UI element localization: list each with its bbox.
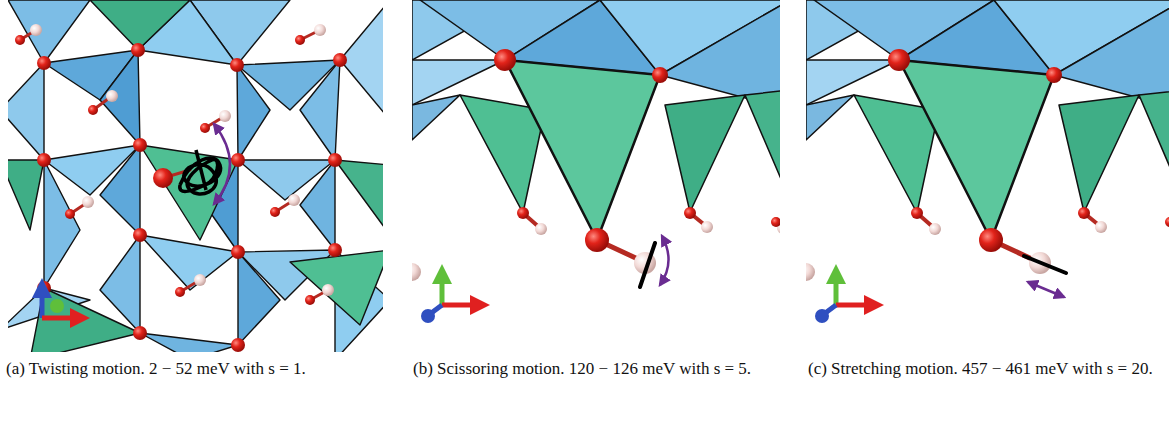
hydroxyl-groups [15, 35, 25, 45]
polyhedra [300, 160, 335, 250]
hydroxyl-groups [322, 284, 334, 296]
polyhedra [140, 333, 238, 352]
hydroxyl-groups [65, 209, 75, 219]
crystal-structure-b [412, 0, 780, 323]
hydroxyl-groups [270, 207, 280, 217]
hydroxyl-groups [219, 110, 231, 122]
motion-arrow [214, 124, 230, 204]
motion-trajectory [180, 150, 221, 194]
axes-triad [815, 309, 829, 323]
crystal-structure-c [806, 0, 1169, 323]
oxygen-atoms [37, 56, 51, 70]
hydroxyl-groups [305, 295, 315, 305]
oxygen-atoms [131, 43, 145, 57]
hydroxyl-groups [15, 24, 334, 305]
axes-triad [42, 316, 80, 321]
motion-arrow [1028, 282, 1064, 297]
polyhedra [8, 63, 44, 160]
axes-triad [442, 303, 480, 308]
polyhedra [8, 0, 383, 352]
polyhedra [412, 0, 780, 281]
figure-caption: (a) Twisting motion. 2 − 52 meV with s =… [6, 358, 378, 380]
hydroxyl-groups [200, 123, 210, 133]
polyhedra [290, 250, 383, 325]
oxygen-atoms [328, 243, 342, 257]
polyhedra [237, 65, 270, 160]
hydroxyl-groups [30, 24, 42, 36]
oxygen-atoms [133, 228, 147, 242]
motion-arrow [660, 236, 669, 285]
polyhedra [8, 0, 90, 63]
oxygen-atoms [37, 153, 51, 167]
axes-triad [440, 274, 445, 305]
hydroxyl-groups [88, 105, 98, 115]
polyhedra [90, 0, 190, 50]
oxygen-atoms [153, 168, 173, 188]
axes-triad [421, 309, 435, 323]
oxygen-atom [585, 228, 609, 252]
oxygen-atoms [133, 138, 147, 152]
polyhedra [300, 60, 340, 160]
hydroxyl-groups [288, 194, 300, 206]
motion-trajectory [1024, 256, 1066, 273]
oxygen-atoms [231, 338, 245, 352]
axes-triad [836, 303, 874, 308]
hydroxyl-groups [20, 30, 328, 300]
oxygen-atoms [333, 53, 347, 67]
polyhedra [44, 160, 80, 288]
oxygen-atom [979, 228, 1003, 252]
axes-triad [50, 299, 64, 313]
oxygen-atoms [231, 245, 245, 259]
figure-caption: (c) Stretching motion. 457 − 461 meV wit… [808, 358, 1164, 380]
hydroxyl-groups [314, 24, 326, 36]
axes-triad [40, 288, 45, 318]
axes-triad [421, 274, 480, 323]
motion-trajectory [640, 243, 655, 287]
hydroxyl-groups [82, 196, 94, 208]
polyhedra [806, 0, 1169, 281]
crystal-structure-a [8, 0, 383, 352]
polyhedra [8, 160, 44, 230]
hydroxyl-groups [106, 90, 118, 102]
hydroxyl-groups [194, 274, 206, 286]
hydroxyl-groups [175, 287, 185, 297]
polyhedra [335, 160, 383, 235]
axes-triad [42, 288, 80, 318]
oxygen-atoms [328, 153, 342, 167]
axes-triad [815, 274, 874, 323]
hydroxyl-groups [295, 35, 305, 45]
polyhedra [100, 145, 140, 235]
figure-caption: (b) Scissoring motion. 120 − 126 meV wit… [413, 358, 779, 380]
oxygen-atoms [230, 58, 244, 72]
oxygen-atoms [37, 43, 347, 352]
oxygen-atoms [133, 326, 147, 340]
polyhedra [140, 235, 238, 290]
axes-triad [834, 274, 839, 305]
polyhedra [100, 50, 140, 145]
oxygen-atoms [231, 153, 245, 167]
polyhedra [30, 288, 140, 352]
